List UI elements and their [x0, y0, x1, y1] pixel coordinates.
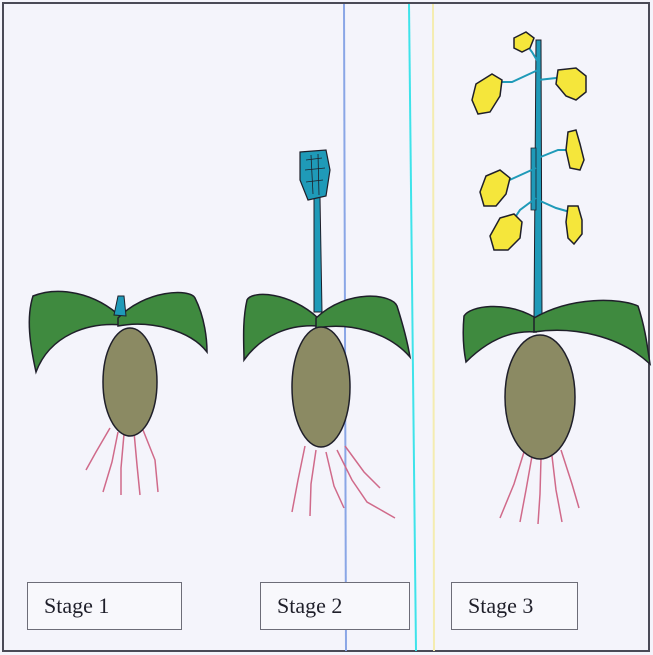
- flower-4: [566, 130, 584, 170]
- flower-5: [480, 170, 510, 206]
- stem-stage-2: [314, 197, 322, 312]
- divider-line-yellow: [433, 4, 434, 651]
- roots-stage-3: [500, 450, 579, 524]
- flower-bud-stage-2: [300, 150, 330, 200]
- stage-1-label-text: Stage 1: [44, 593, 109, 619]
- flowers-stage-3: [472, 32, 586, 250]
- stage-2-label: Stage 2: [260, 582, 410, 630]
- divider-line-cyan: [409, 4, 416, 651]
- flower-6: [490, 214, 522, 250]
- bulb-stage-1: [103, 328, 157, 436]
- stage-1-label: Stage 1: [27, 582, 182, 630]
- flower-3: [556, 68, 586, 100]
- stage-3-label: Stage 3: [451, 582, 578, 630]
- plant-stage-3: [463, 32, 650, 524]
- roots-stage-1: [86, 428, 158, 495]
- stage-3-label-text: Stage 3: [468, 593, 533, 619]
- sprout-stage-1: [114, 296, 126, 316]
- roots-stage-2: [292, 446, 395, 518]
- divider-line-blue: [344, 4, 346, 651]
- flower-2: [472, 74, 502, 114]
- flower-1: [514, 32, 534, 52]
- plant-stage-2: [244, 150, 410, 518]
- flower-7: [566, 206, 582, 244]
- plant-stage-1: [29, 291, 207, 495]
- bulb-stage-3: [505, 335, 575, 459]
- bulb-stage-2: [292, 327, 350, 447]
- stage-2-label-text: Stage 2: [277, 593, 342, 619]
